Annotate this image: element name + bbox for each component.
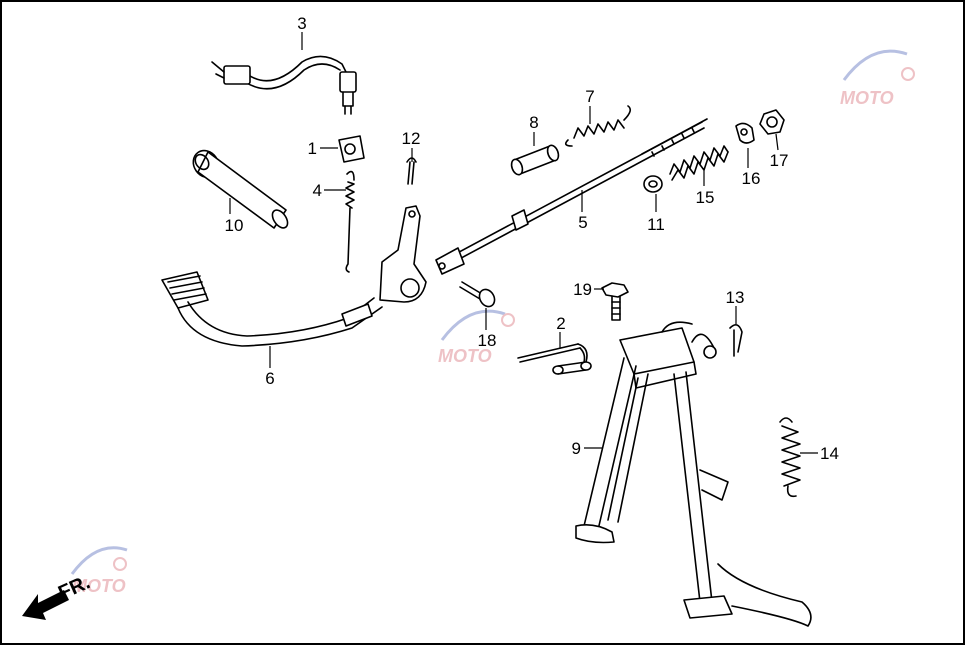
part-7-spring bbox=[564, 105, 632, 147]
callout-6: 6 bbox=[265, 369, 274, 388]
part-11-washer bbox=[643, 175, 663, 193]
callout-16: 16 bbox=[742, 169, 761, 188]
part-5-brake-rod bbox=[435, 118, 708, 275]
part-16-joint bbox=[735, 122, 755, 144]
part-3-switch-wire bbox=[211, 55, 357, 115]
front-direction-indicator: FR. bbox=[22, 571, 93, 620]
callout-15: 15 bbox=[696, 188, 715, 207]
callout-9: 9 bbox=[572, 439, 581, 458]
callout-10: 10 bbox=[225, 216, 244, 235]
part-13-cotter-pin bbox=[729, 324, 743, 357]
callout-labels: 1 2 3 4 5 6 7 8 9 10 11 12 13 14 15 16 1… bbox=[225, 14, 839, 463]
svg-text:MOTO: MOTO bbox=[438, 346, 492, 366]
callout-12: 12 bbox=[402, 129, 421, 148]
watermark-logo: MOTO bbox=[70, 546, 128, 596]
svg-text:MOTO: MOTO bbox=[840, 88, 894, 108]
callout-2: 2 bbox=[556, 314, 565, 333]
part-10-pivot-pin bbox=[192, 149, 289, 229]
part-9-main-stand bbox=[575, 321, 812, 627]
callout-11: 11 bbox=[647, 215, 665, 234]
callout-3: 3 bbox=[297, 14, 306, 33]
callout-19: 19 bbox=[573, 280, 592, 299]
part-8-collar bbox=[510, 144, 560, 176]
callout-14: 14 bbox=[820, 444, 839, 463]
part-1-bracket bbox=[338, 135, 365, 163]
part-15-spring bbox=[669, 145, 729, 181]
callout-1: 1 bbox=[308, 139, 317, 158]
watermark-logo: MOTO bbox=[840, 49, 915, 108]
part-17-nut bbox=[759, 109, 785, 135]
part-6-brake-pedal bbox=[161, 205, 427, 347]
part-19-bolt bbox=[601, 282, 629, 321]
leader-lines bbox=[229, 32, 818, 454]
part-2-shaft bbox=[517, 343, 592, 375]
watermark-logo: MOTO bbox=[438, 309, 515, 366]
callout-4: 4 bbox=[313, 181, 322, 200]
callout-13: 13 bbox=[726, 288, 745, 307]
part-14-spring bbox=[779, 417, 801, 498]
callout-8: 8 bbox=[529, 113, 538, 132]
part-18-pin bbox=[459, 281, 496, 308]
front-arrow-icon bbox=[22, 590, 69, 620]
callout-17: 17 bbox=[770, 151, 789, 170]
part-4-spring bbox=[345, 170, 355, 273]
callout-5: 5 bbox=[578, 213, 587, 232]
callout-7: 7 bbox=[585, 87, 594, 106]
callout-18: 18 bbox=[478, 331, 497, 350]
svg-text:MOTO: MOTO bbox=[72, 576, 126, 596]
